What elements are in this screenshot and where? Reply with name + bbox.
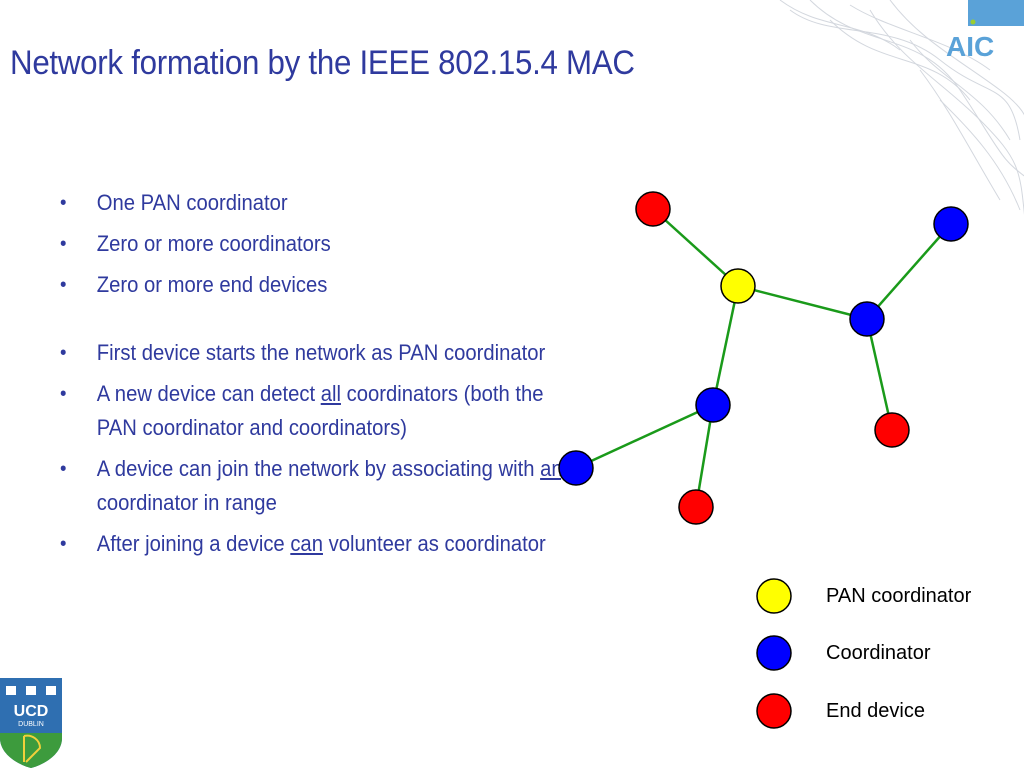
ucd-logo-subtext: DUBLIN (18, 721, 44, 728)
link (652, 208, 739, 287)
bullet-item: Zero or more end devices (60, 268, 575, 302)
legend-coordinator-label: Coordinator (826, 642, 931, 664)
aic-logo: AIC (940, 0, 1024, 75)
legend-markers (756, 578, 792, 729)
bullet-text: After joining a device (96, 531, 291, 556)
coordinator-node (558, 450, 594, 486)
bullet-item: A new device can detect all coordinators… (60, 377, 575, 445)
coordinator-node (849, 301, 885, 337)
end-device-node (678, 489, 714, 525)
bullet-text: coordinators (both the PAN coordinator a… (96, 381, 544, 440)
bullet-item: One PAN coordinator (60, 186, 575, 220)
coordinator-node (695, 387, 731, 423)
link (711, 285, 740, 406)
network-nodes (558, 191, 969, 525)
bullet-text: coordinator in range (96, 490, 277, 515)
link (575, 403, 714, 470)
emphasis-text: can (290, 531, 323, 556)
link (866, 223, 952, 320)
end-device-node (635, 191, 671, 227)
bullet-text: Zero or more end devices (96, 272, 328, 297)
pan-coordinator-node (720, 268, 756, 304)
page-title: Network formation by the IEEE 802.15.4 M… (10, 44, 635, 82)
bullet-text: First device starts the network as PAN c… (96, 340, 546, 365)
legend-pan-label: PAN coordinator (826, 585, 972, 607)
decorative-scribble (779, 0, 1024, 216)
aic-logo-text: AIC (946, 31, 994, 62)
bullet-item: After joining a device can volunteer as … (60, 527, 575, 561)
link (865, 318, 894, 431)
ucd-logo-text: UCD (14, 703, 49, 720)
bullet-text: Zero or more coordinators (96, 231, 331, 256)
legend-end-device-marker (756, 693, 792, 729)
legend-end-device-label: End device (826, 700, 925, 722)
end-device-node (874, 412, 910, 448)
network-links (575, 208, 952, 508)
bullet-list: One PAN coordinator Zero or more coordin… (60, 186, 573, 561)
legend-coordinator-marker (756, 635, 792, 671)
bullet-item: First device starts the network as PAN c… (60, 336, 575, 370)
bullet-text: volunteer as coordinator (322, 531, 546, 556)
coordinator-node (933, 206, 969, 242)
bullet-text: One PAN coordinator (96, 190, 288, 215)
legend-pan-marker (756, 578, 792, 614)
bullet-text: A new device can detect (96, 381, 321, 406)
link (737, 284, 868, 321)
ucd-dublin-logo: UCD DUBLIN (0, 678, 62, 773)
bullet-text: A device can join the network by associa… (96, 456, 541, 481)
emphasis-text: all (320, 381, 341, 406)
bullet-item: Zero or more coordinators (60, 227, 575, 261)
